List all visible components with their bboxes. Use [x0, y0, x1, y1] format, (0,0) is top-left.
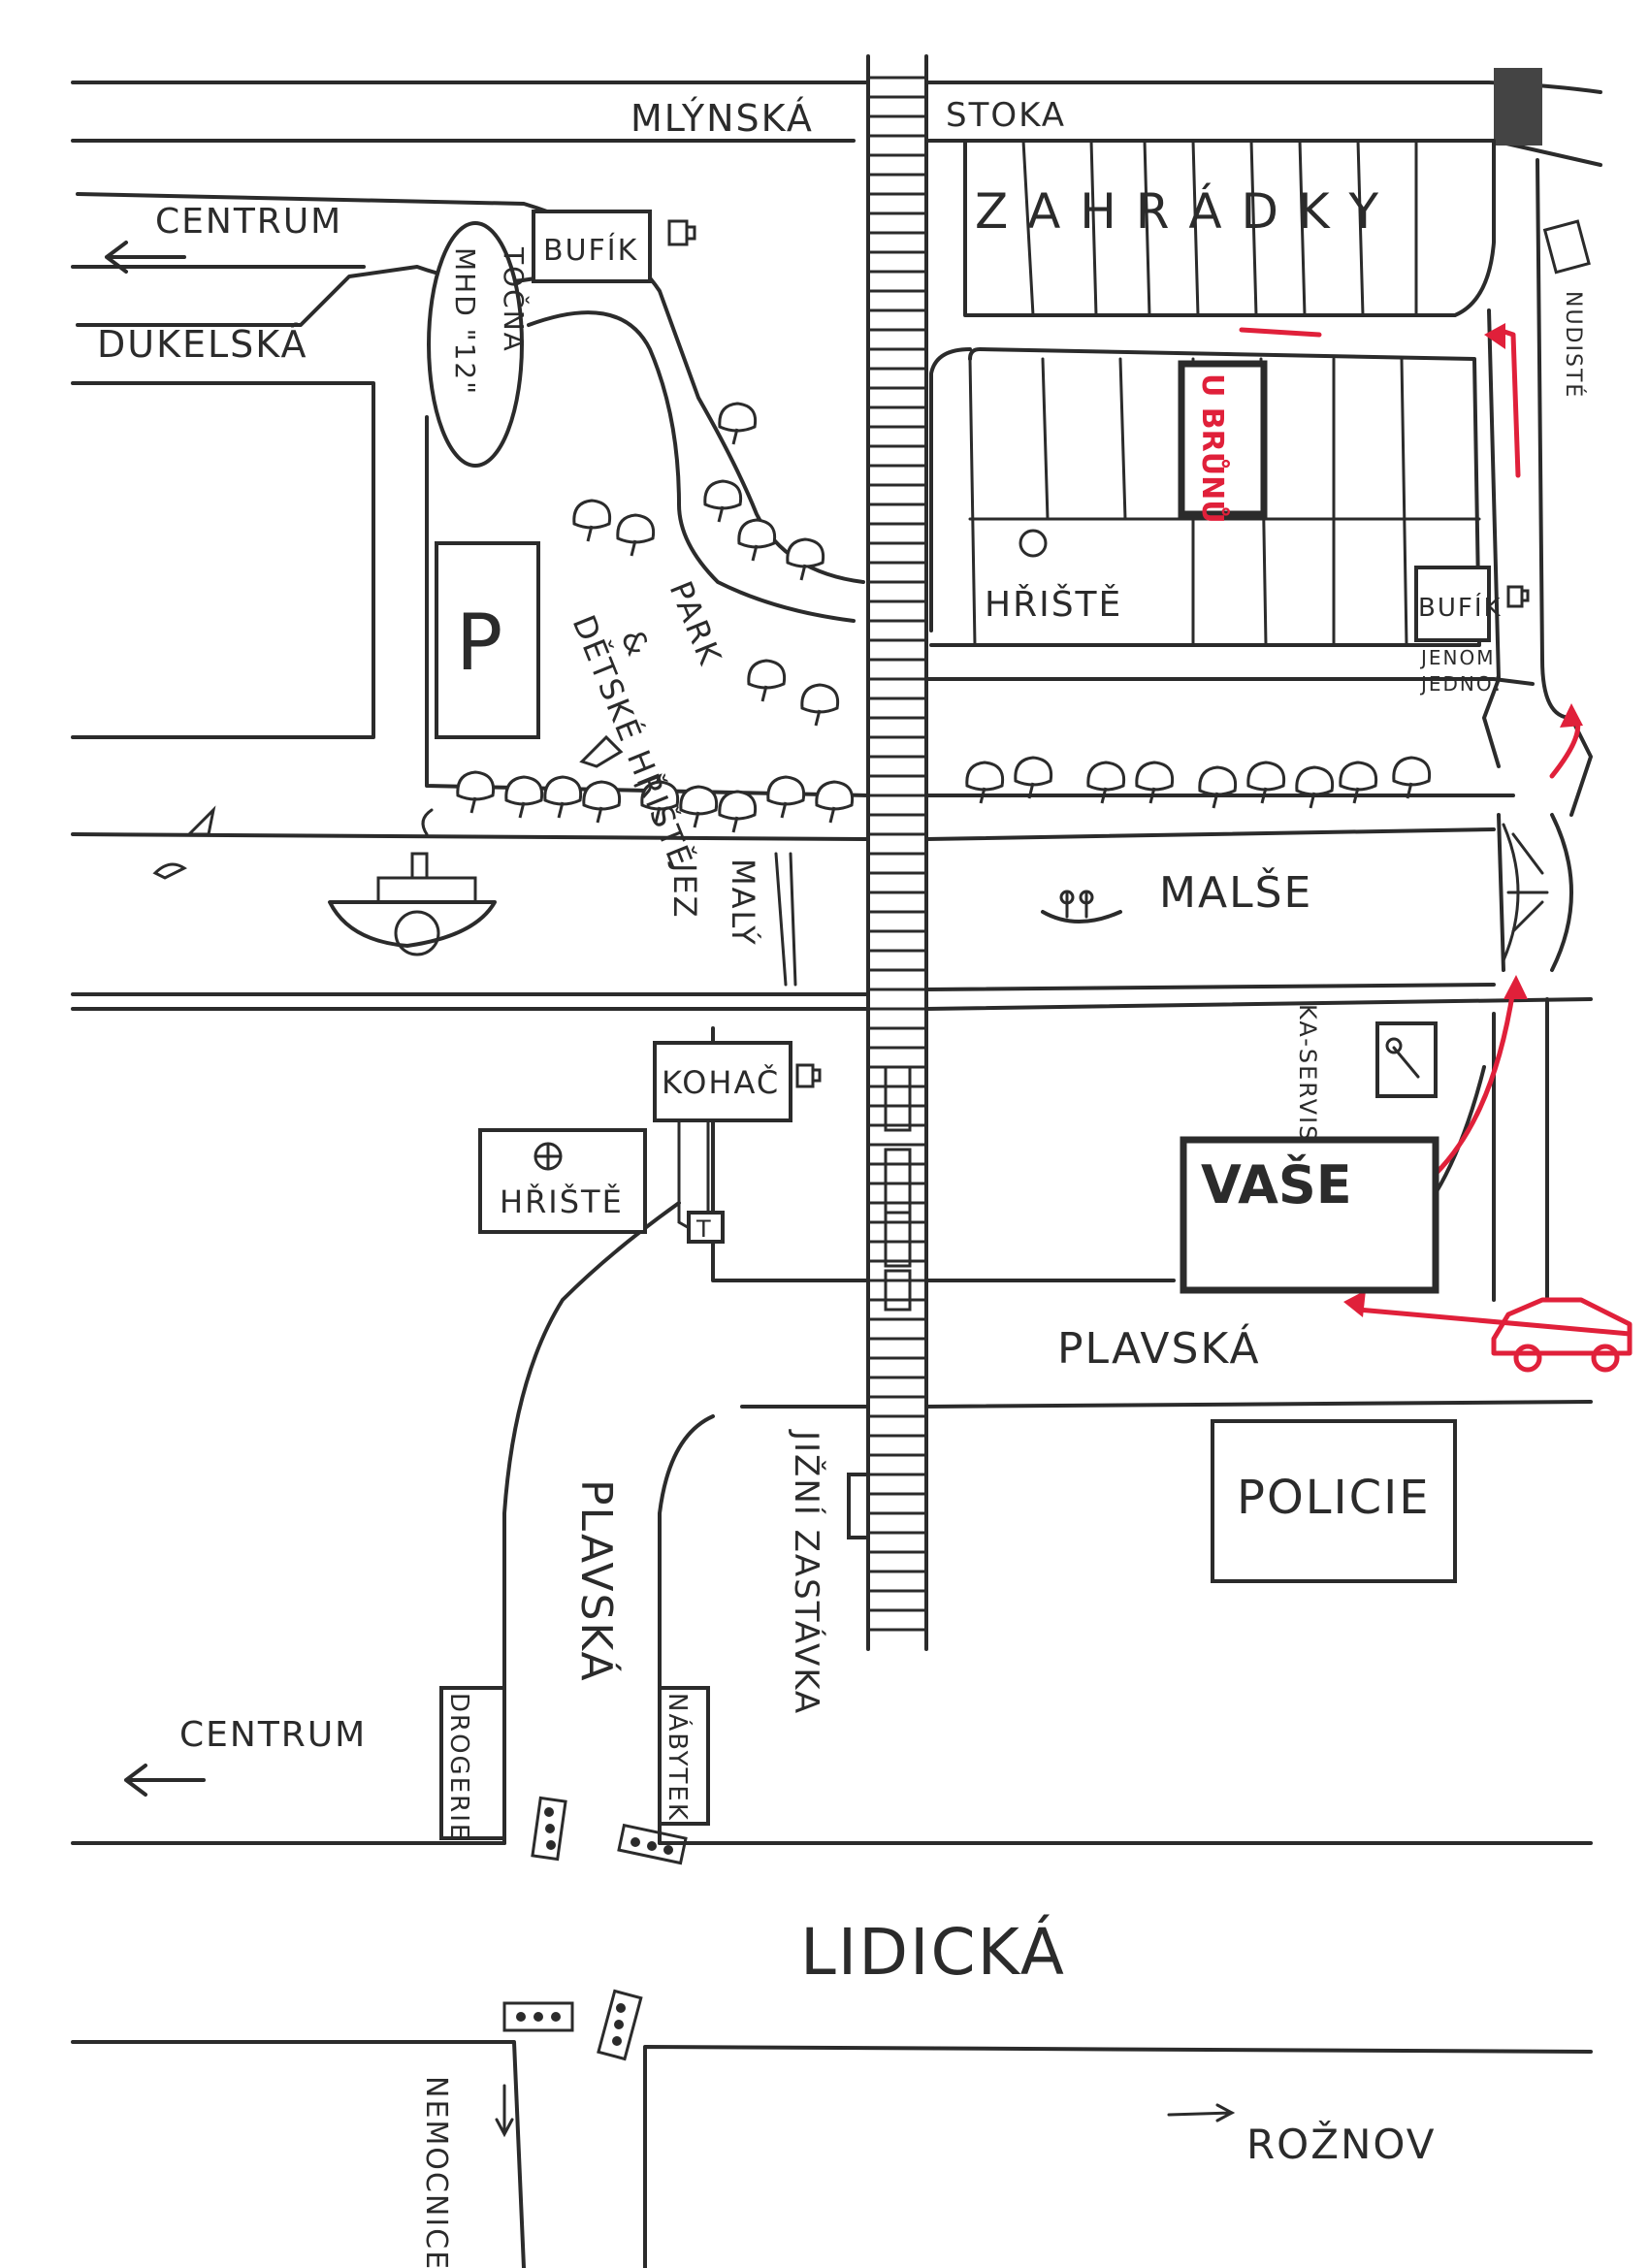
label-centrum-top: CENTRUM: [155, 202, 342, 242]
canoe-icon: [1041, 890, 1122, 923]
label-jenom: JENOM: [1419, 646, 1496, 669]
label-maly: MALÝ: [725, 859, 761, 947]
label-u-brunu: U BRŮNŮ: [1195, 373, 1231, 524]
label-nudiste: NUDISTÉ: [1561, 291, 1586, 399]
tree-icon: [718, 790, 758, 833]
bufik-right-box: [1414, 566, 1491, 642]
label-kohac: KOHAČ: [662, 1063, 780, 1101]
tree-icon: [703, 479, 743, 523]
tree-icon: [1295, 765, 1335, 809]
arrow-left-icon: [124, 1764, 206, 1797]
tree-icon: [504, 775, 544, 819]
tree-icon: [1246, 761, 1286, 804]
fish-icon: [152, 805, 216, 880]
tree-icon: [786, 537, 825, 581]
label-centrum-bottom: CENTRUM: [179, 1715, 367, 1755]
label-parking: P: [456, 598, 504, 688]
tree-icon: [747, 659, 787, 702]
arrow-down-icon: [495, 2084, 514, 2138]
label-bufik-left: BUFÍK: [543, 233, 638, 268]
railway-track: [866, 54, 928, 1651]
tocna-stop: [427, 221, 524, 468]
arrow-left-icon: [105, 241, 186, 274]
street-dukelska: DUKELSKÁ: [97, 323, 308, 366]
tram-sign-box: [687, 1211, 725, 1244]
wrench-icon: [1385, 1037, 1420, 1079]
beer-mug-icon: [795, 1063, 822, 1088]
tram-stop-marker: [847, 1473, 870, 1539]
tree-icon: [800, 683, 840, 727]
arrow-right-icon: [1167, 2103, 1236, 2122]
tree-icon: [1135, 761, 1175, 804]
label-jedno: JEDNO!: [1419, 672, 1504, 696]
label-zahradky: Z A H R Á D K Y: [975, 182, 1380, 240]
label-hriste-bottom: HŘIŠTĚ: [500, 1183, 624, 1220]
bufik-left-box: [532, 210, 652, 283]
buildings: [427, 210, 1491, 1840]
tree-icon: [718, 402, 758, 445]
tree-icon: [456, 770, 496, 814]
street-plavska-v: PLAVSKÁ: [571, 1479, 623, 1683]
label-tram-sign: T: [695, 1215, 713, 1243]
tree-icon: [815, 780, 855, 824]
label-park: PARK: [663, 576, 729, 671]
nudist-icon: [1542, 219, 1591, 275]
label-park-and: &: [614, 625, 658, 663]
tree-icon: [1014, 756, 1053, 799]
tree-icon: [616, 513, 656, 557]
label-tocna: TOČNA: [498, 246, 531, 353]
label-jizni-zastavka: JIŽNÍ ZASTÁVKA: [787, 1429, 826, 1715]
label-policie: POLICIE: [1237, 1471, 1431, 1525]
label-jez: JEZ: [666, 861, 703, 920]
street-mlynska: MLÝNSKÁ: [630, 97, 814, 140]
policie-box: [1211, 1419, 1457, 1583]
bridge-icon: [1502, 823, 1549, 962]
tree-icon: [543, 775, 583, 819]
tree-icon: [679, 785, 719, 828]
drogerie-box: [439, 1686, 506, 1840]
icons: [105, 219, 1591, 2138]
beer-mug-icon: [1506, 585, 1530, 608]
traffic-light-icon: [502, 1796, 688, 2061]
beer-mug-icon: [667, 219, 696, 246]
label-hriste-top: HŘIŠTĚ: [985, 584, 1122, 625]
label-nabytek: NÁBYTEK: [663, 1693, 694, 1822]
car-icon: [1491, 1297, 1633, 1373]
label-roznov: ROŽNOV: [1246, 2120, 1436, 2168]
label-drogerie: DROGERIE: [444, 1693, 473, 1841]
tree-icon: [572, 499, 612, 542]
tree-icon: [766, 775, 806, 819]
label-bufik-right: BUFÍK: [1418, 592, 1503, 623]
route-path: [1239, 323, 1633, 1373]
tram-icon: [884, 1065, 912, 1312]
river-malse: MALŠE: [1159, 866, 1312, 918]
tree-icon: [965, 761, 1005, 804]
label-ka-servis: KA-SERVIS: [1294, 1004, 1321, 1142]
tree-icon: [1339, 761, 1378, 804]
street-plavska-h: PLAVSKÁ: [1057, 1322, 1261, 1374]
tree-icon: [1086, 761, 1126, 804]
tree-icon: [1198, 765, 1238, 809]
u-brunu-box: [1178, 360, 1268, 518]
kohac-box: [653, 1041, 792, 1122]
label-vase: VAŠE: [1201, 1154, 1352, 1215]
parking-box: [435, 541, 540, 739]
steamboat-icon: [328, 808, 497, 956]
tree-icon: [640, 780, 680, 824]
vase-box: [1180, 1136, 1439, 1294]
ball-icon: [534, 1142, 563, 1171]
nabytek-box: [658, 1686, 710, 1826]
ka-servis-box: [1375, 1021, 1438, 1098]
tree-icon: [582, 780, 622, 824]
street-stoka: STOKA: [946, 96, 1066, 135]
street-lidicka: LIDICKÁ: [800, 1915, 1066, 1990]
label-tocna-mhd: MHD "12": [449, 247, 481, 396]
tree-icon: [737, 518, 777, 562]
hriste-bottom-box: [478, 1128, 647, 1234]
tree-icon: [1392, 756, 1432, 799]
label-nemocnice: NEMOCNICE: [419, 2076, 453, 2268]
